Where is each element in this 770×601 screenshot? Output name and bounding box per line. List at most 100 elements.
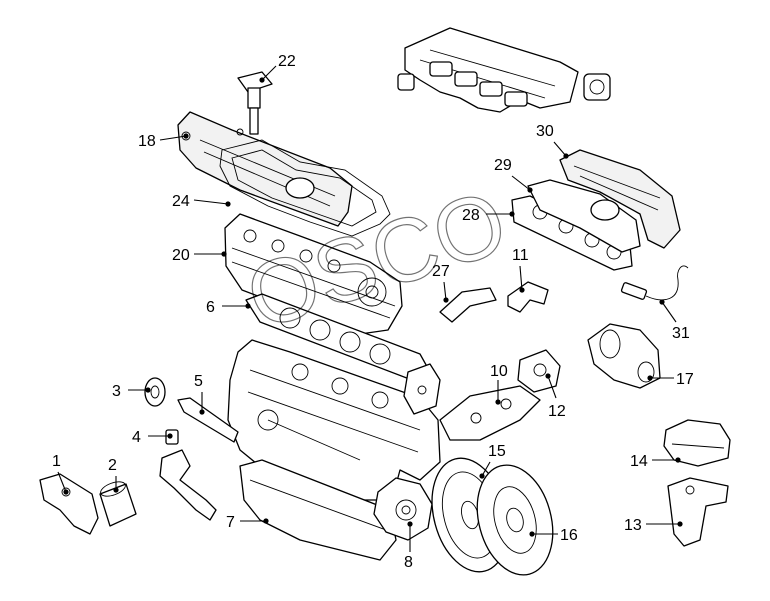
callout-22: 22 — [259, 53, 296, 83]
callout-dot-29 — [527, 187, 533, 193]
callout-number-6: 6 — [206, 299, 215, 316]
callout-dot-31 — [659, 299, 665, 305]
callout-7: 7 — [226, 514, 269, 531]
callout-31: 31 — [659, 299, 690, 342]
callout-dot-30 — [563, 153, 569, 159]
bracket — [439, 385, 541, 441]
callout-number-24: 24 — [172, 193, 190, 210]
callout-leader-31 — [661, 301, 677, 323]
callout-11: 11 — [512, 247, 529, 293]
callout-number-16: 16 — [560, 527, 578, 544]
callout-number-20: 20 — [172, 247, 190, 264]
callout-number-15: 15 — [488, 443, 506, 460]
callout-dot-12 — [545, 373, 551, 379]
callout-dot-1 — [63, 489, 69, 495]
cylinder-head-cover — [177, 111, 353, 227]
callout-number-1: 1 — [52, 453, 61, 470]
callout-28: 28 — [462, 207, 515, 224]
callout-leader-11 — [519, 265, 523, 291]
lambda-sensor — [620, 265, 689, 301]
dipstick-tube — [177, 397, 239, 443]
callout-number-7: 7 — [226, 514, 235, 531]
callout-leader-29 — [511, 175, 531, 191]
callout-number-3: 3 — [112, 383, 121, 400]
callout-dot-18 — [183, 133, 189, 139]
callout-dot-27 — [443, 297, 449, 303]
callout-dot-10 — [495, 399, 501, 405]
callout-number-11: 11 — [512, 247, 529, 264]
callout-leader-24 — [193, 199, 229, 205]
callout-3: 3 — [112, 383, 151, 400]
callout-dot-11 — [519, 287, 525, 293]
callout-dot-2 — [113, 487, 119, 493]
callout-number-17: 17 — [676, 371, 694, 388]
callout-dot-7 — [263, 518, 269, 524]
callout-dot-20 — [221, 251, 227, 257]
callout-29: 29 — [494, 157, 533, 193]
callout-27: 27 — [432, 263, 450, 303]
clutch-disc — [476, 464, 554, 576]
callout-12: 12 — [545, 373, 566, 420]
callout-dot-6 — [245, 303, 251, 309]
engine-mount — [663, 419, 731, 467]
callout-dot-4 — [167, 433, 173, 439]
callout-number-5: 5 — [194, 373, 203, 390]
callout-6: 6 — [206, 299, 251, 316]
coolant-hose — [439, 287, 497, 323]
callout-dot-3 — [145, 387, 151, 393]
callout-14: 14 — [630, 453, 681, 470]
callout-dot-16 — [529, 531, 535, 537]
callout-24: 24 — [172, 193, 231, 210]
callout-number-12: 12 — [548, 403, 566, 420]
callout-number-30: 30 — [536, 123, 554, 140]
callout-leader-1 — [57, 471, 67, 493]
callout-8: 8 — [404, 521, 413, 571]
callout-dot-5 — [199, 409, 205, 415]
exhaust-manifold — [527, 179, 641, 253]
head-cover-gasket — [219, 139, 391, 237]
callout-13: 13 — [624, 517, 683, 534]
callout-leader-12 — [547, 375, 557, 399]
mount-bracket — [667, 477, 729, 547]
callout-dot-28 — [509, 211, 515, 217]
heat-shield — [559, 149, 681, 249]
water-pump — [373, 477, 433, 541]
callout-18: 18 — [138, 133, 189, 150]
oil-filter — [99, 481, 137, 527]
callout-leader-30 — [553, 141, 567, 157]
callout-number-22: 22 — [278, 53, 296, 70]
callout-2: 2 — [108, 457, 119, 493]
sensor-cluster — [403, 363, 441, 415]
callout-dot-15 — [479, 473, 485, 479]
callout-dot-8 — [407, 521, 413, 527]
callout-leader-15 — [481, 461, 491, 477]
callout-number-4: 4 — [132, 429, 141, 446]
callout-dot-13 — [677, 521, 683, 527]
callout-number-13: 13 — [624, 517, 642, 534]
callout-16: 16 — [529, 527, 578, 544]
callout-number-10: 10 — [490, 363, 508, 380]
callout-number-31: 31 — [672, 325, 690, 342]
callout-leader-27 — [443, 281, 447, 301]
callout-dot-17 — [647, 375, 653, 381]
callout-dot-14 — [675, 457, 681, 463]
callout-number-18: 18 — [138, 133, 156, 150]
callout-number-29: 29 — [494, 157, 512, 174]
oil-sump — [239, 459, 397, 561]
callout-leader-22 — [261, 65, 277, 81]
thermostat-housing — [517, 349, 561, 393]
pulley — [144, 377, 166, 407]
callout-15: 15 — [479, 443, 506, 479]
callout-number-28: 28 — [462, 207, 480, 224]
exhaust-manifold-gasket — [511, 195, 633, 271]
callout-17: 17 — [647, 371, 694, 388]
ignition-coil — [237, 71, 273, 135]
callout-1: 1 — [52, 453, 69, 495]
intake-manifold — [397, 27, 611, 113]
hose-elbow — [507, 281, 549, 313]
callout-leader-18 — [159, 135, 187, 141]
callout-10: 10 — [490, 363, 508, 405]
callout-dot-24 — [225, 201, 231, 207]
